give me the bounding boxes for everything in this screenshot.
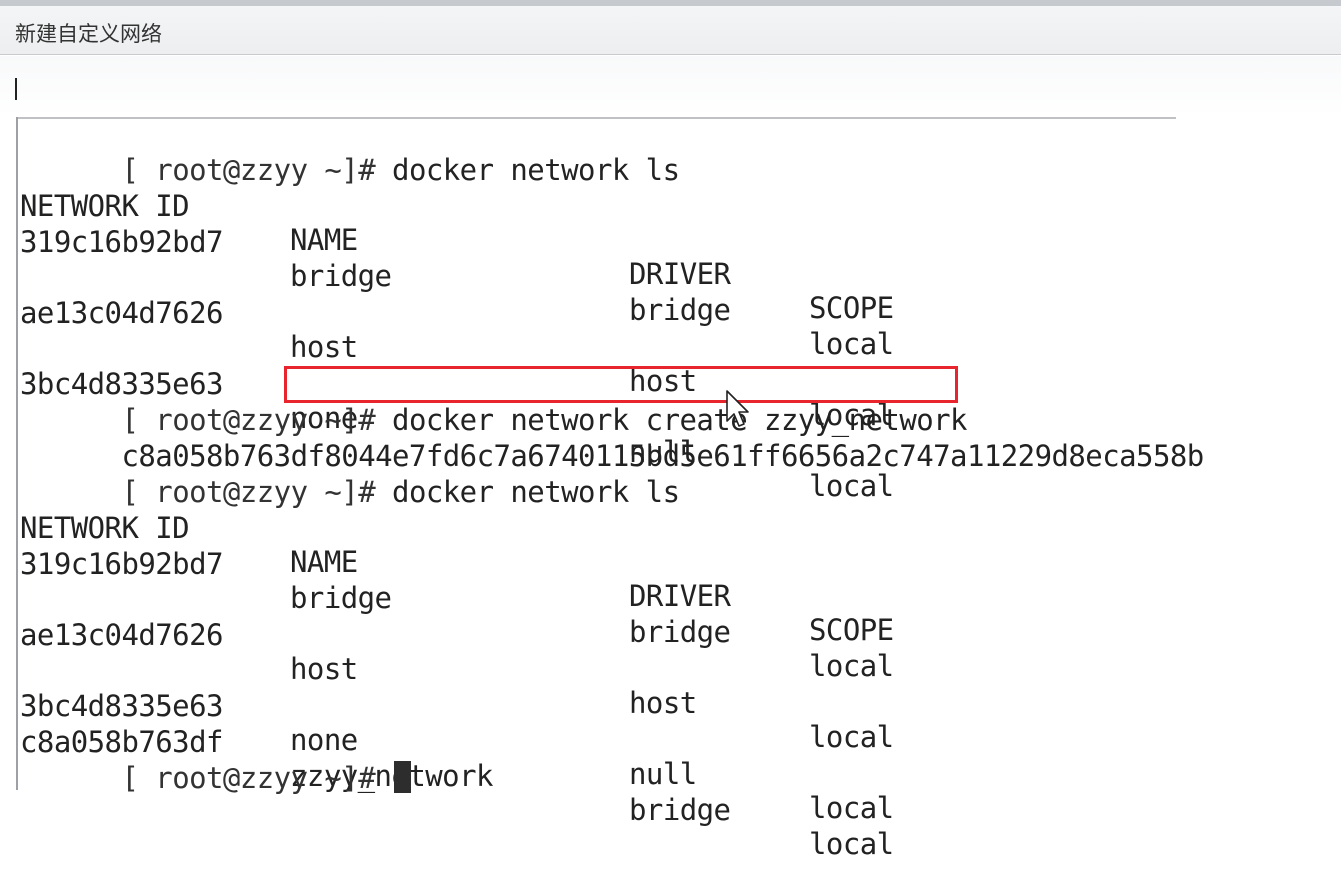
network-id-cell: 3bc4d8335e63 bbox=[20, 367, 223, 401]
editor-area[interactable] bbox=[0, 56, 1341, 816]
table-row: 3bc4d8335e63 none null local bbox=[20, 655, 894, 825]
network-name-cell: bridge bbox=[290, 259, 392, 293]
header-driver: DRIVER bbox=[629, 579, 731, 613]
network-scope-cell: local bbox=[809, 398, 894, 432]
table-row: 319c16b92bd7 bridge bridge local bbox=[20, 191, 894, 361]
shell-prompt: [ root@zzyy ~]# bbox=[121, 153, 393, 187]
header-driver: DRIVER bbox=[629, 257, 731, 291]
network-scope-cell: local bbox=[809, 827, 894, 861]
highlight-box bbox=[284, 366, 958, 403]
network-name-cell: none bbox=[290, 723, 358, 757]
table-row: 3bc4d8335e63 none null local bbox=[20, 333, 894, 503]
network-id-cell: c8a058b763df bbox=[20, 725, 223, 759]
terminal-top-border bbox=[16, 117, 1176, 119]
header-name: NAME bbox=[290, 223, 358, 257]
table-row: ae13c04d7626 host host local bbox=[20, 584, 894, 754]
header-name: NAME bbox=[290, 545, 358, 579]
network-driver-cell: null bbox=[629, 757, 697, 791]
terminal-cursor bbox=[394, 761, 412, 793]
network-driver-cell: bridge bbox=[629, 615, 731, 649]
network-driver-cell: bridge bbox=[629, 293, 731, 327]
network-name-cell: host bbox=[290, 330, 358, 364]
document-title: 新建自定义网络 bbox=[15, 22, 162, 46]
window-top-edge bbox=[0, 0, 1341, 6]
header-scope: SCOPE bbox=[809, 291, 894, 325]
network-id-cell: 319c16b92bd7 bbox=[20, 547, 223, 581]
shell-prompt: [ root@zzyy ~]# bbox=[121, 403, 393, 437]
command-text: docker network ls bbox=[392, 153, 680, 187]
network-id-cell: 3bc4d8335e63 bbox=[20, 689, 223, 723]
network-scope-cell: local bbox=[809, 649, 894, 683]
header-scope: SCOPE bbox=[809, 613, 894, 647]
command-line: [ root@zzyy ~]# docker network ls bbox=[20, 119, 680, 187]
app-window: 新建自定义网络 [ root@zzyy ~]# docker network l… bbox=[0, 0, 1341, 861]
network-scope-cell: local bbox=[809, 327, 894, 361]
command-line: [ root@zzyy ~]# docker network ls bbox=[20, 441, 680, 509]
shell-prompt: [ root@zzyy ~]# bbox=[121, 475, 393, 509]
network-driver-cell: host bbox=[629, 686, 697, 720]
network-name-cell: bridge bbox=[290, 581, 392, 615]
network-id-cell: ae13c04d7626 bbox=[20, 618, 223, 652]
network-name-cell: zzyy_network bbox=[290, 759, 493, 793]
network-driver-cell: host bbox=[629, 364, 697, 398]
table-header-row: NETWORK ID NAME DRIVER SCOPE bbox=[20, 155, 894, 325]
network-hash: c8a058b763df8044e7fd6c7a6740115bd5e61ff6… bbox=[121, 439, 1204, 473]
table-row: 319c16b92bd7 bridge bridge local bbox=[20, 513, 894, 683]
command-line[interactable]: [ root@zzyy ~]# bbox=[20, 727, 412, 795]
table-row: ae13c04d7626 host host local bbox=[20, 262, 894, 432]
network-name-cell: host bbox=[290, 652, 358, 686]
network-driver-cell: null bbox=[629, 435, 697, 469]
network-name-cell: none bbox=[290, 401, 358, 435]
header-network-id: NETWORK ID bbox=[20, 189, 190, 223]
network-driver-cell: bridge bbox=[629, 793, 731, 827]
command-text: docker network ls bbox=[392, 475, 680, 509]
title-bar: 新建自定义网络 bbox=[0, 6, 1341, 55]
network-id-cell: ae13c04d7626 bbox=[20, 296, 223, 330]
table-row: c8a058b763df zzyy_network bridge local bbox=[20, 691, 894, 861]
network-scope-cell: local bbox=[809, 720, 894, 754]
terminal-screenshot: [ root@zzyy ~]# docker network ls NETWOR… bbox=[16, 117, 1204, 861]
network-id-cell: 319c16b92bd7 bbox=[20, 225, 223, 259]
table-header-row: NETWORK ID NAME DRIVER SCOPE bbox=[20, 477, 894, 647]
mouse-pointer-icon bbox=[726, 390, 749, 427]
header-network-id: NETWORK ID bbox=[20, 511, 190, 545]
network-scope-cell: local bbox=[809, 791, 894, 825]
command-output: c8a058b763df8044e7fd6c7a6740115bd5e61ff6… bbox=[20, 405, 1204, 473]
shell-prompt: [ root@zzyy ~]# bbox=[121, 761, 393, 795]
terminal-left-border bbox=[16, 117, 18, 790]
text-caret bbox=[15, 78, 17, 100]
network-scope-cell: local bbox=[809, 469, 894, 503]
